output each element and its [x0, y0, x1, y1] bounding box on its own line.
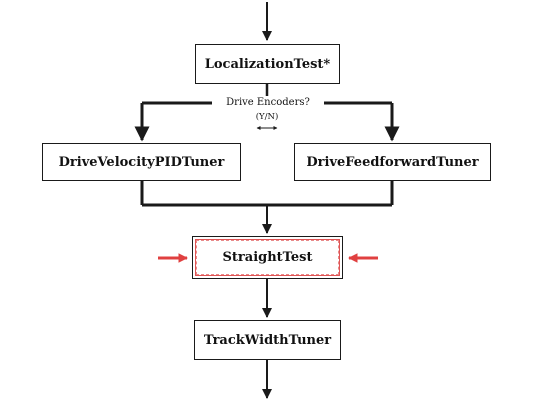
- node-drive-feedforward-tuner-label: DriveFeedforwardTuner: [306, 154, 479, 170]
- node-localization-test: LocalizationTest*: [195, 44, 340, 84]
- node-drive-velocity-pid-tuner-label: DriveVelocityPIDTuner: [58, 154, 225, 170]
- node-localization-test-label: LocalizationTest*: [204, 56, 331, 72]
- node-track-width-tuner-label: TrackWidthTuner: [203, 332, 332, 348]
- node-track-width-tuner: TrackWidthTuner: [194, 320, 341, 360]
- node-straight-test-label: StraightTest: [222, 250, 313, 265]
- branch-options: (Y/N): [255, 112, 279, 122]
- branch-question: Drive Encoders?: [212, 97, 324, 108]
- node-drive-feedforward-tuner: DriveFeedforwardTuner: [294, 143, 491, 181]
- node-straight-test: StraightTest: [192, 236, 343, 279]
- node-drive-velocity-pid-tuner: DriveVelocityPIDTuner: [42, 143, 241, 181]
